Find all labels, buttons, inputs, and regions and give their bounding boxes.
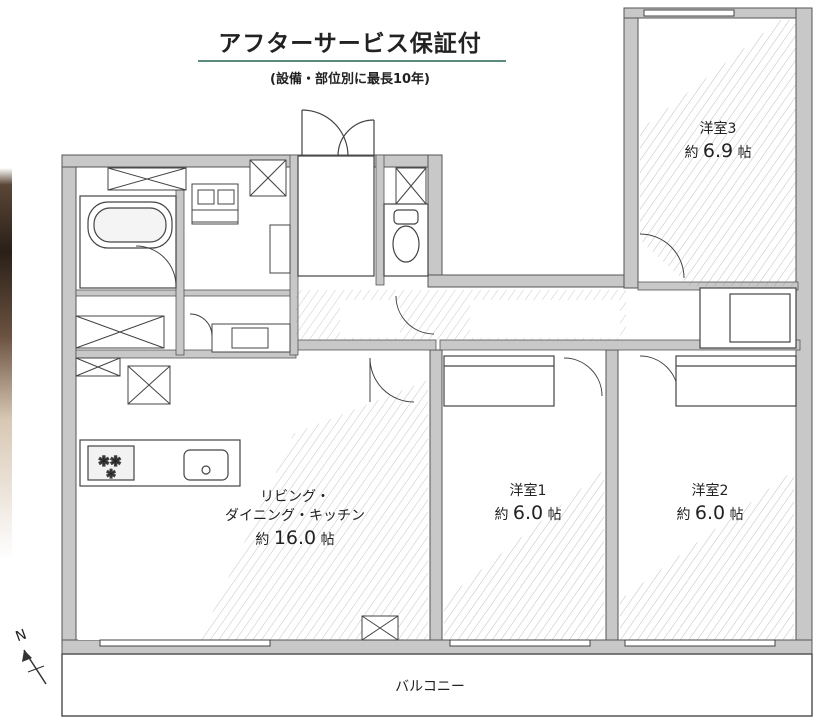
bedroom3-name: 洋室3 xyxy=(699,121,737,137)
bedroom1-size: 6.0 xyxy=(512,501,544,524)
entrance xyxy=(297,109,375,277)
windows xyxy=(99,9,776,647)
ldk-size: 16.0 xyxy=(273,526,317,549)
compass-arrow-icon xyxy=(22,649,47,685)
bedroom3-size: 6.9 xyxy=(702,139,734,162)
svg-text:✱: ✱ xyxy=(106,467,116,481)
bedroom2-name: 洋室2 xyxy=(691,483,729,499)
washroom xyxy=(191,183,291,353)
bedroom-floors xyxy=(444,420,794,640)
north-compass: N xyxy=(12,627,52,688)
toilet xyxy=(383,203,429,277)
ldk-label: リビング・ ダイニング・キッチン 約 16.0 帖 xyxy=(190,488,400,551)
page-title: アフターサービス保証付 xyxy=(218,31,482,57)
bathtub xyxy=(79,195,177,289)
bedroom1-name: 洋室1 xyxy=(509,483,547,499)
photo-edge-strip xyxy=(0,0,12,560)
title-underline xyxy=(198,60,506,62)
bedroom3-floor xyxy=(640,20,796,286)
kitchen-counter: ✱✱ ✱ xyxy=(79,439,241,487)
ldk-name-line1: リビング・ xyxy=(260,489,330,505)
svg-text:✱✱: ✱✱ xyxy=(98,454,121,470)
bedroom2-label: 洋室2 約 6.0 帖 xyxy=(660,482,760,527)
bedroom-wardrobes xyxy=(443,287,797,407)
bedroom2-size: 6.0 xyxy=(694,501,726,524)
balcony-label: バルコニー xyxy=(395,679,465,695)
bedroom3-label: 洋室3 約 6.9 帖 xyxy=(668,120,768,165)
closets xyxy=(75,159,427,641)
corridor-floor xyxy=(296,290,626,340)
ldk-name-line2: ダイニング・キッチン xyxy=(225,507,365,524)
balcony-area xyxy=(61,653,813,717)
page-subtitle: (設備・部位別に最長10年) xyxy=(270,72,430,87)
bedroom1-label: 洋室1 約 6.0 帖 xyxy=(478,482,578,527)
